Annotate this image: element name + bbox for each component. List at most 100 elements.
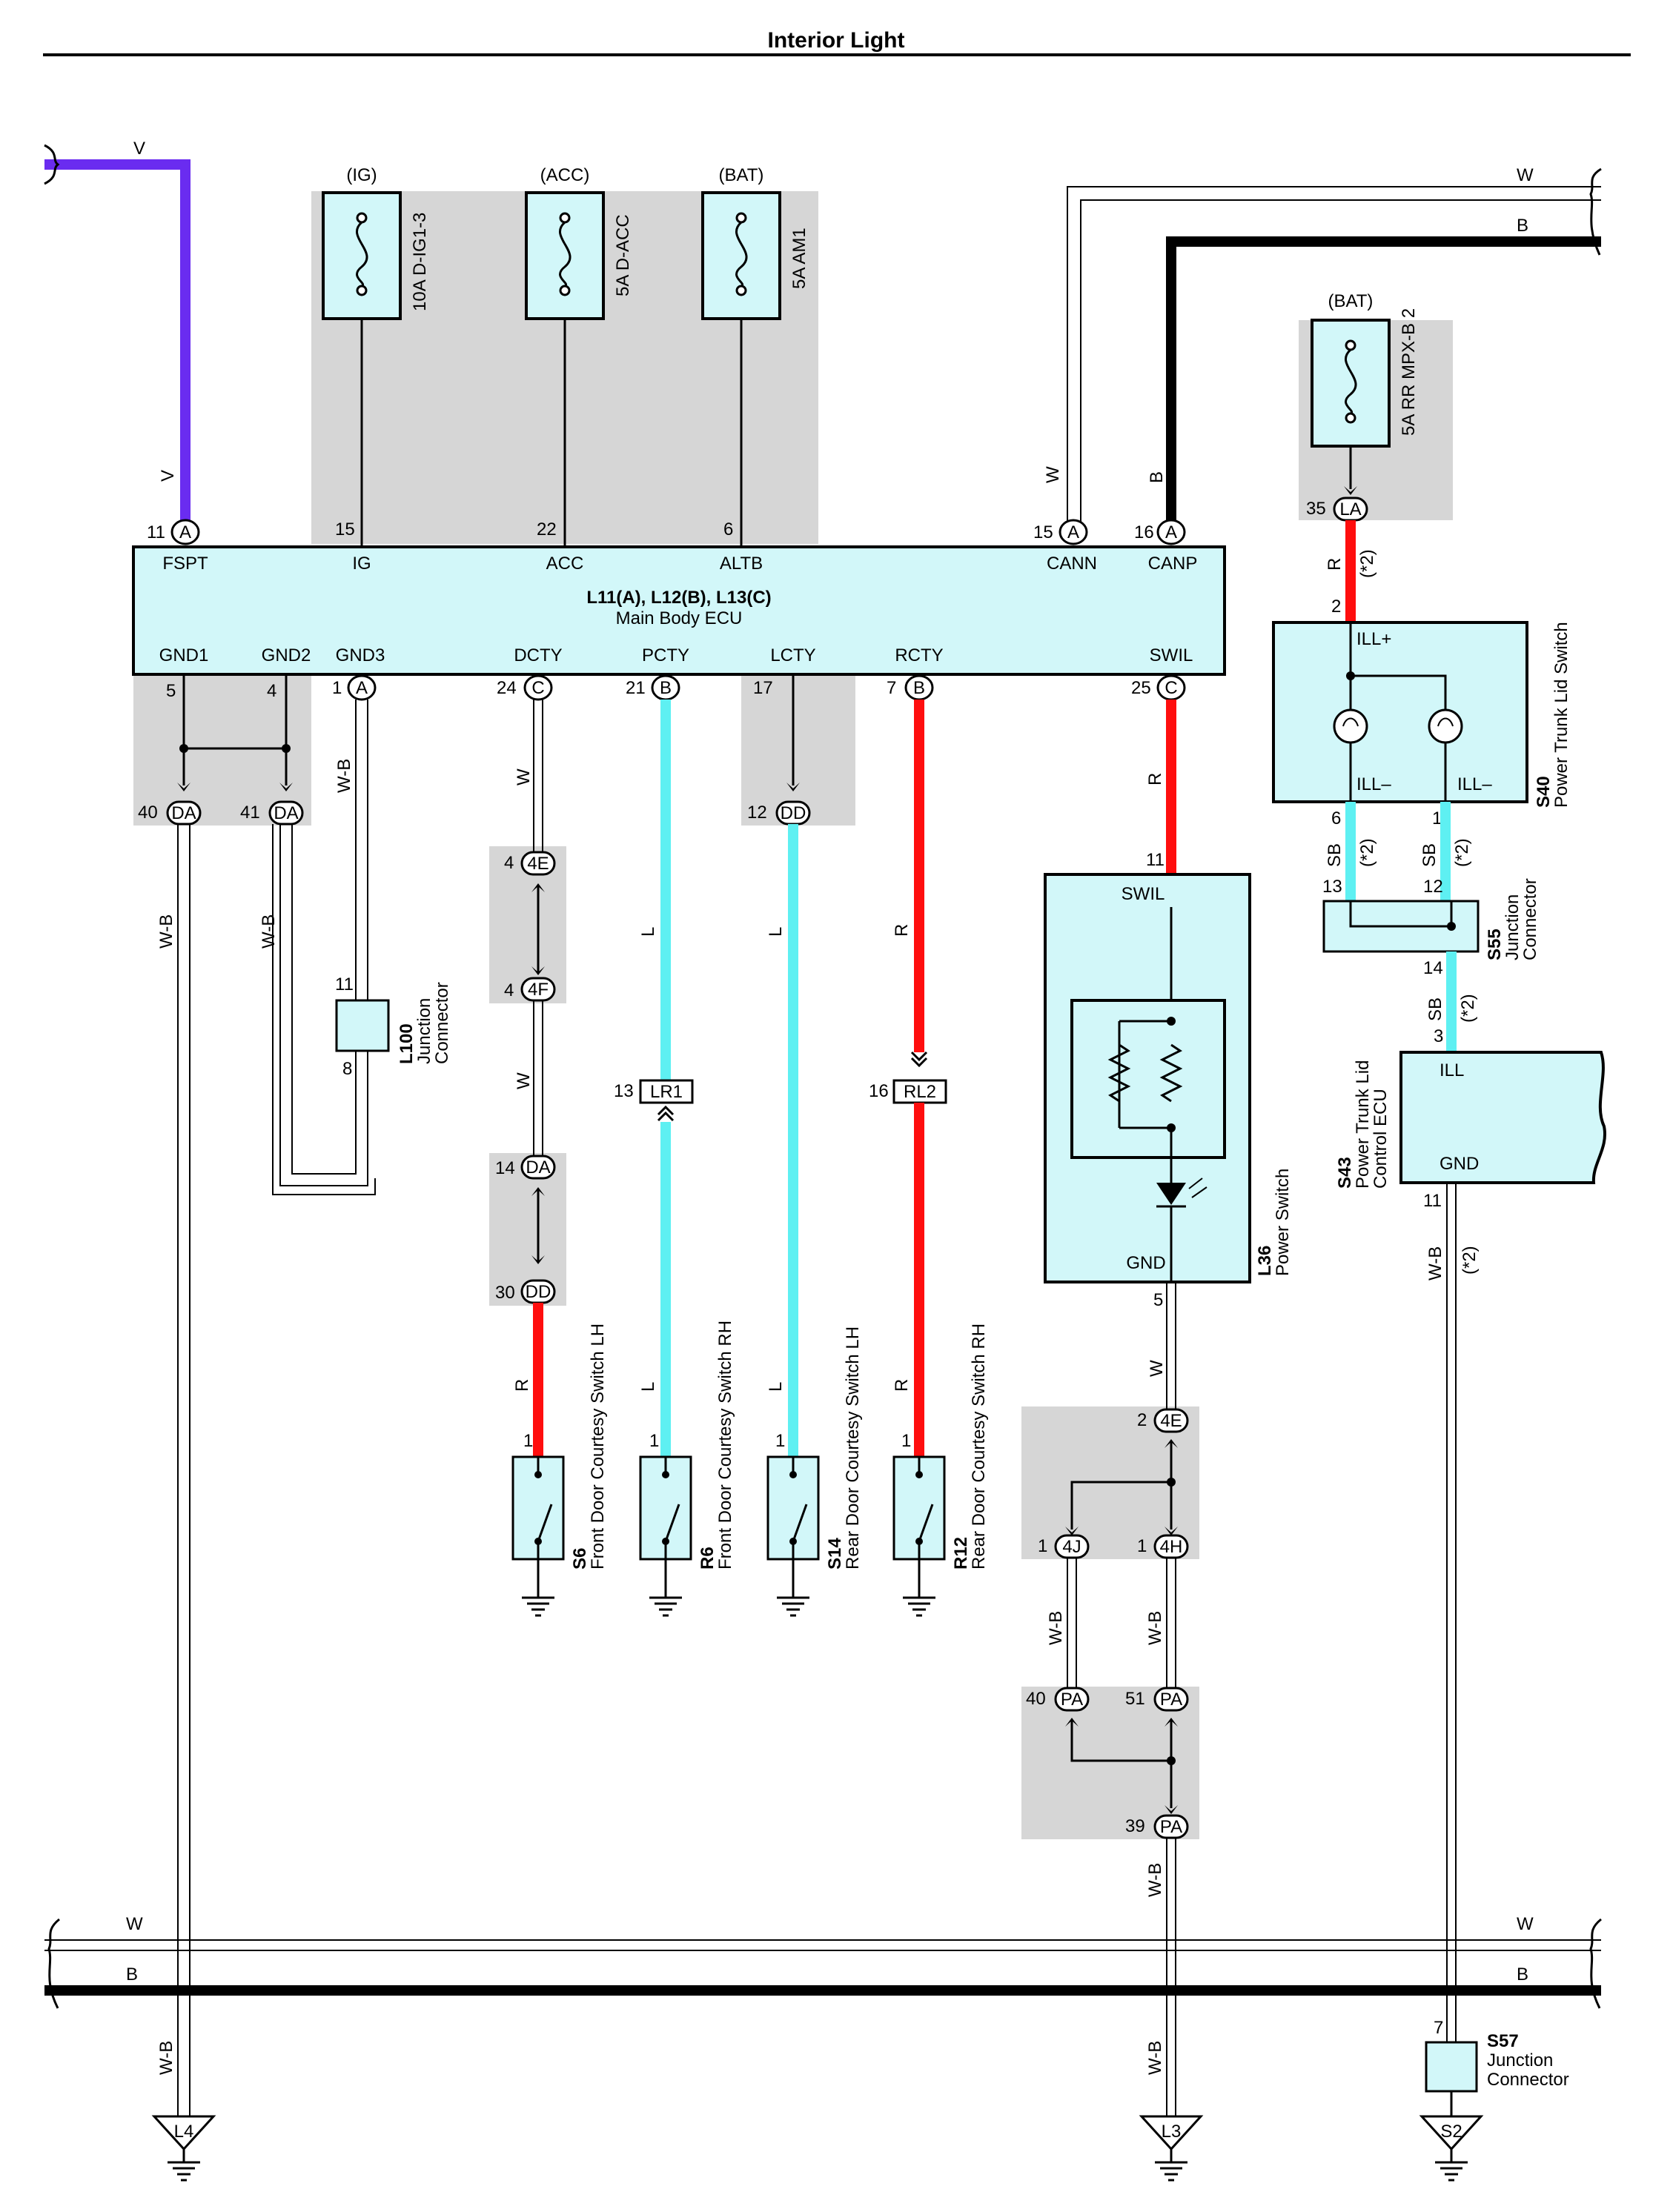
junction-connector-s57: 7 S57 Junction Connector xyxy=(1425,2018,1569,2093)
svg-text:B: B xyxy=(1517,216,1528,236)
svg-text:Rear Door Courtesy Switch LH: Rear Door Courtesy Switch LH xyxy=(843,1326,863,1570)
svg-text:2: 2 xyxy=(1331,597,1341,617)
svg-text:B: B xyxy=(660,678,672,698)
svg-text:1: 1 xyxy=(775,1431,785,1451)
svg-text:15: 15 xyxy=(1033,522,1053,542)
svg-text:B: B xyxy=(913,678,925,698)
svg-text:22: 22 xyxy=(537,519,557,539)
diagram-title: Interior Light xyxy=(768,28,905,53)
svg-text:S55: S55 xyxy=(1485,929,1505,960)
svg-text:4E: 4E xyxy=(527,854,549,874)
svg-text:11: 11 xyxy=(1423,1191,1442,1211)
svg-text:L: L xyxy=(638,1382,658,1392)
svg-text:CANP: CANP xyxy=(1148,554,1198,574)
svg-text:ACC: ACC xyxy=(546,554,584,574)
svg-text:4F: 4F xyxy=(528,980,549,1000)
connector-dd-30: 30 DD xyxy=(495,1279,556,1304)
ground-l4: L4 xyxy=(151,2115,216,2182)
svg-text:L36: L36 xyxy=(1255,1246,1275,1276)
svg-text:SB: SB xyxy=(1419,843,1440,867)
svg-text:Front Door Courtesy Switch LH: Front Door Courtesy Switch LH xyxy=(588,1323,608,1570)
connector-da-40: 40 DA xyxy=(138,800,202,826)
svg-text:1: 1 xyxy=(523,1431,533,1451)
fuse-acc: (ACC) 5A D-ACC xyxy=(525,165,633,320)
svg-text:5: 5 xyxy=(166,681,176,701)
svg-text:W-B: W-B xyxy=(156,914,176,949)
svg-text:RCTY: RCTY xyxy=(895,645,943,665)
fuse-ig: (IG) 10A D-IG1-3 xyxy=(322,165,430,320)
svg-text:5A D-ACC: 5A D-ACC xyxy=(613,214,633,296)
svg-text:LR1: LR1 xyxy=(650,1082,683,1102)
svg-text:DA: DA xyxy=(171,803,196,823)
svg-text:51: 51 xyxy=(1125,1689,1145,1709)
svg-text:39: 39 xyxy=(1125,1816,1145,1836)
svg-text:40: 40 xyxy=(1026,1689,1046,1709)
svg-text:15: 15 xyxy=(335,519,355,539)
svg-text:W: W xyxy=(514,768,534,786)
svg-text:14: 14 xyxy=(495,1158,515,1178)
svg-text:RL2: RL2 xyxy=(904,1082,936,1102)
svg-text:7: 7 xyxy=(1434,2018,1443,2038)
connector-4e: 4 4E xyxy=(504,851,556,876)
svg-text:25: 25 xyxy=(1131,678,1151,698)
svg-text:21: 21 xyxy=(626,678,646,698)
svg-text:B: B xyxy=(1517,1964,1528,1985)
svg-text:R: R xyxy=(1145,773,1165,786)
ground-l3: L3 xyxy=(1139,2115,1204,2182)
svg-text:Rear Door Courtesy Switch RH: Rear Door Courtesy Switch RH xyxy=(969,1323,989,1570)
svg-text:ALTB: ALTB xyxy=(720,554,763,574)
svg-text:W-B: W-B xyxy=(1145,1611,1165,1645)
svg-text:24: 24 xyxy=(497,678,517,698)
svg-text:GND1: GND1 xyxy=(159,645,209,665)
svg-text:1: 1 xyxy=(1038,1536,1047,1556)
svg-text:16: 16 xyxy=(1134,522,1154,542)
svg-text:W: W xyxy=(1517,1914,1534,1934)
svg-text:LA: LA xyxy=(1339,499,1361,519)
svg-text:SB: SB xyxy=(1425,997,1445,1021)
svg-text:6: 6 xyxy=(1331,808,1341,828)
svg-text:(ACC): (ACC) xyxy=(540,165,590,185)
power-trunk-lid-switch-s40: ILL+ ILL– ILL– S40 Power Trunk Lid Switc… xyxy=(1272,621,1571,808)
svg-text:13: 13 xyxy=(1322,877,1342,897)
svg-text:W-B: W-B xyxy=(1145,1863,1165,1897)
svg-text:5A AM1: 5A AM1 xyxy=(789,227,809,289)
svg-text:11: 11 xyxy=(335,974,354,994)
svg-text:41: 41 xyxy=(240,803,260,823)
svg-text:S6: S6 xyxy=(570,1548,590,1570)
svg-text:C: C xyxy=(531,678,544,698)
svg-text:L4: L4 xyxy=(174,2122,194,2142)
svg-text:Junction: Junction xyxy=(1503,894,1523,960)
svg-text:6: 6 xyxy=(723,519,733,539)
svg-text:LCTY: LCTY xyxy=(770,645,815,665)
svg-text:IG: IG xyxy=(352,554,371,574)
svg-text:DD: DD xyxy=(526,1282,551,1302)
svg-text:A: A xyxy=(1067,522,1079,542)
svg-text:V: V xyxy=(133,139,145,159)
svg-text:5: 5 xyxy=(1153,1290,1163,1310)
svg-text:Junction: Junction xyxy=(1487,2050,1553,2070)
svg-text:W-B: W-B xyxy=(1425,1246,1445,1281)
svg-text:11: 11 xyxy=(1146,850,1165,870)
svg-text:(*2): (*2) xyxy=(1357,549,1377,578)
svg-text:2: 2 xyxy=(1137,1410,1147,1430)
main-body-ecu xyxy=(132,545,1226,676)
svg-text:B: B xyxy=(126,1964,138,1985)
svg-text:30: 30 xyxy=(495,1283,515,1303)
svg-text:GND3: GND3 xyxy=(336,645,385,665)
connector-4f: 4 4F xyxy=(504,977,556,1002)
svg-text:PA: PA xyxy=(1160,1690,1182,1710)
connector-pa-39: 39 PA xyxy=(1125,1814,1189,1839)
svg-text:PA: PA xyxy=(1061,1690,1083,1710)
svg-text:Connector: Connector xyxy=(432,982,452,1064)
svg-text:1: 1 xyxy=(1137,1536,1147,1556)
svg-text:Control ECU: Control ECU xyxy=(1371,1089,1391,1189)
svg-text:GND: GND xyxy=(1440,1154,1479,1174)
switch-s6: 1 S6 Front Door Courtesy Switch LH xyxy=(511,1323,608,1617)
svg-text:W-B: W-B xyxy=(259,914,279,949)
ecu-top-pins: 11 A FSPT 15 IG 22 ACC 6 ALTB 15 A CANN … xyxy=(147,519,1197,574)
svg-text:14: 14 xyxy=(1423,958,1443,978)
svg-text:L: L xyxy=(638,927,658,937)
svg-text:(*2): (*2) xyxy=(1458,994,1478,1023)
svg-text:A: A xyxy=(179,522,191,542)
